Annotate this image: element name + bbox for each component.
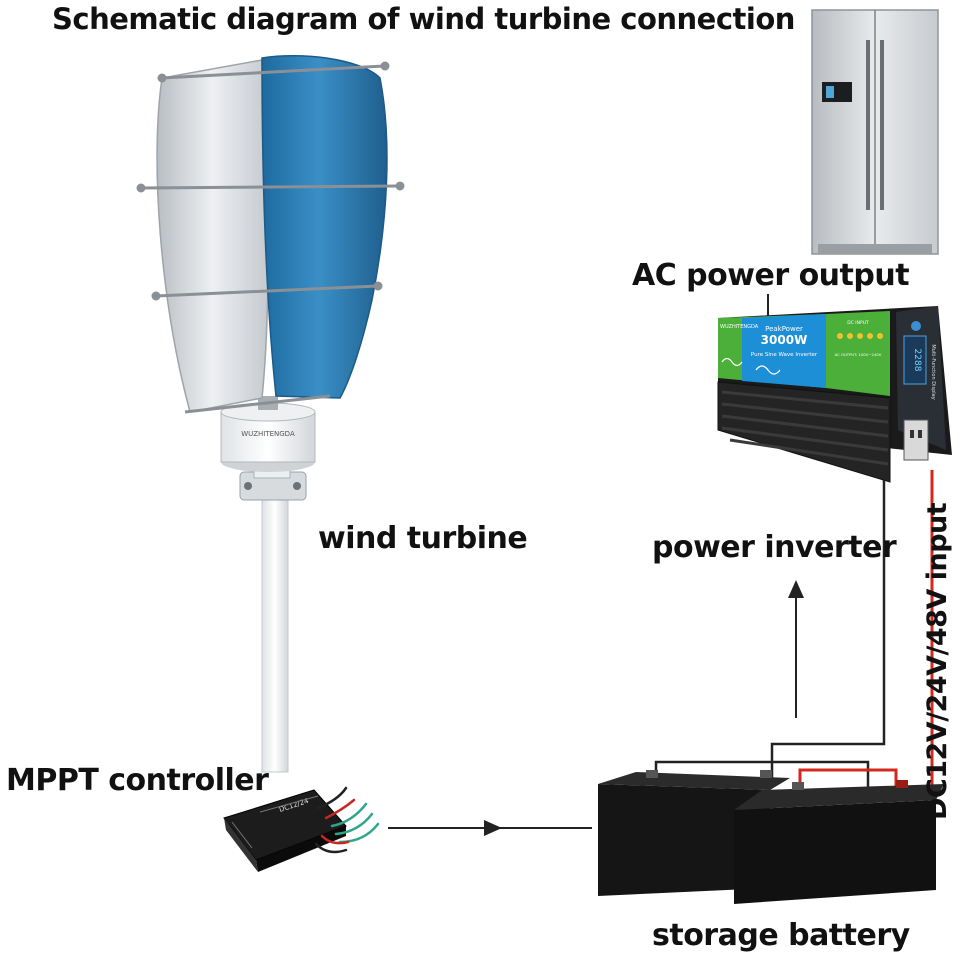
inverter-dc-input-tag: DC INPUT	[847, 320, 869, 326]
inverter-ac-output-tag: AC OUTPUT: 100V~240V	[835, 352, 882, 357]
inverter-display-unit: 2288 Multi-Function Display	[896, 306, 946, 461]
turbine-brand: WUZHITENGDA	[241, 430, 295, 438]
inverter-display-value: 2288	[912, 349, 922, 372]
storage-battery	[598, 770, 944, 904]
black-wire-jumper	[654, 760, 870, 788]
power-inverter-label: power inverter	[652, 530, 897, 565]
mppt-controller-label: MPPT controller	[6, 763, 269, 798]
ac-power-output-label: AC power output	[632, 258, 910, 293]
dc-wiring	[654, 470, 934, 792]
inverter-peak-label: PeakPower	[765, 325, 803, 333]
controller-wires	[314, 786, 380, 854]
inverter-wave-type: Pure Sine Wave Inverter	[751, 352, 818, 358]
inverter-side-text: Multi-Function Display	[930, 344, 936, 399]
refrigerator	[811, 9, 939, 255]
turbine-blade-blue	[261, 55, 388, 399]
inverter-front-panel: WUZHITENGDA PeakPower 3000W Pure Sine Wa…	[718, 311, 890, 396]
storage-battery-label: storage battery	[652, 918, 910, 953]
inverter-ac-outlet	[903, 419, 929, 461]
turbine-generator: WUZHITENGDA	[220, 396, 316, 472]
diagram-title: Schematic diagram of wind turbine connec…	[52, 2, 795, 36]
wind-turbine: WUZHITENGDA	[136, 55, 405, 773]
wind-turbine-label: wind turbine	[318, 521, 528, 556]
inverter-brand: WUZHITENGDA	[720, 324, 759, 330]
fridge-handle-right	[880, 40, 884, 210]
inverter-power-rating: 3000W	[761, 333, 808, 347]
black-wire-inverter-to-battery	[770, 480, 886, 778]
power-inverter: WUZHITENGDA PeakPower 3000W Pure Sine Wa…	[717, 306, 952, 483]
turbine-pole	[261, 489, 289, 773]
dc-input-label: DC12V/24V/48V input	[922, 502, 953, 820]
battery-back	[598, 770, 790, 896]
battery-front	[734, 780, 944, 904]
fridge-handle-left	[866, 40, 870, 210]
mppt-controller: DC12/24	[223, 786, 380, 872]
turbine-blade-silver	[156, 59, 269, 413]
turbine-support-rods	[136, 61, 405, 414]
